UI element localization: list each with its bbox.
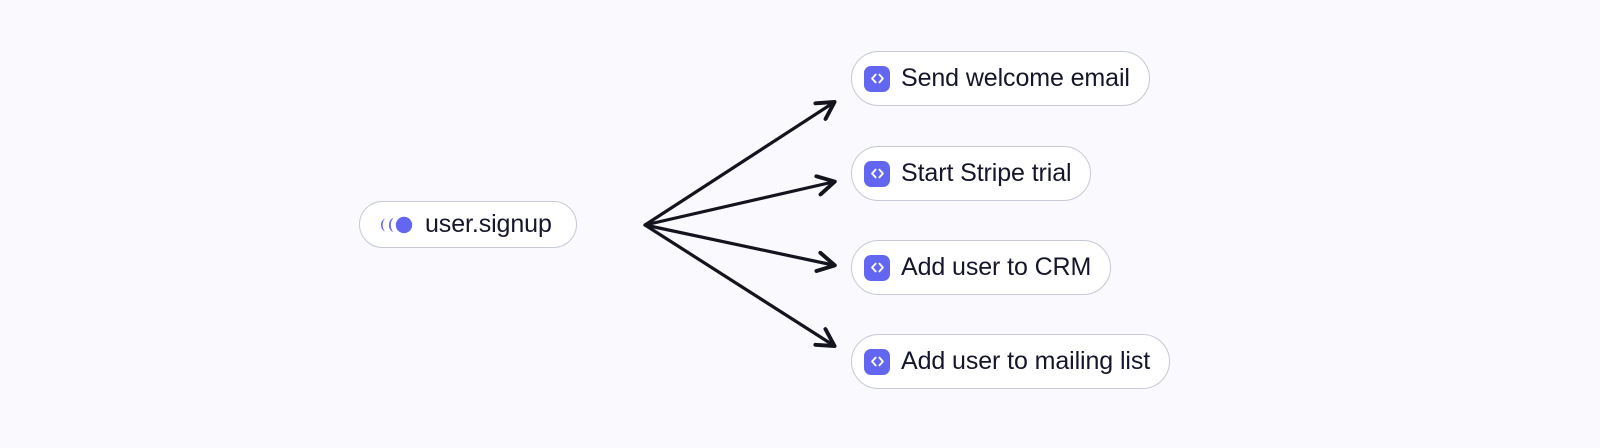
- code-brackets-icon: [864, 254, 890, 281]
- edge-to-add-user-to-mailing-list: [643, 223, 833, 345]
- action-node-label: Send welcome email: [901, 64, 1130, 92]
- action-node-label: Start Stripe trial: [901, 159, 1072, 187]
- code-brackets-icon: [864, 160, 890, 187]
- action-node-3[interactable]: Add user to mailing list: [851, 334, 1171, 389]
- action-node-label: Add user to CRM: [901, 253, 1092, 281]
- edge-to-add-user-to-crm: [643, 223, 833, 265]
- edge-to-send-welcome-email: [643, 103, 833, 227]
- code-brackets-icon: [864, 348, 890, 375]
- action-node-1[interactable]: Start Stripe trial: [851, 146, 1092, 201]
- action-node-2[interactable]: Add user to CRM: [851, 240, 1112, 295]
- broadcast-event-icon: [379, 213, 415, 237]
- action-node-label: Add user to mailing list: [901, 347, 1151, 375]
- event-node-label: user.signup: [425, 210, 552, 238]
- code-brackets-icon: [864, 65, 890, 92]
- edge-to-start-stripe-trial: [643, 182, 833, 227]
- action-node-0[interactable]: Send welcome email: [851, 51, 1150, 106]
- event-node-user-signup[interactable]: user.signup: [359, 201, 577, 248]
